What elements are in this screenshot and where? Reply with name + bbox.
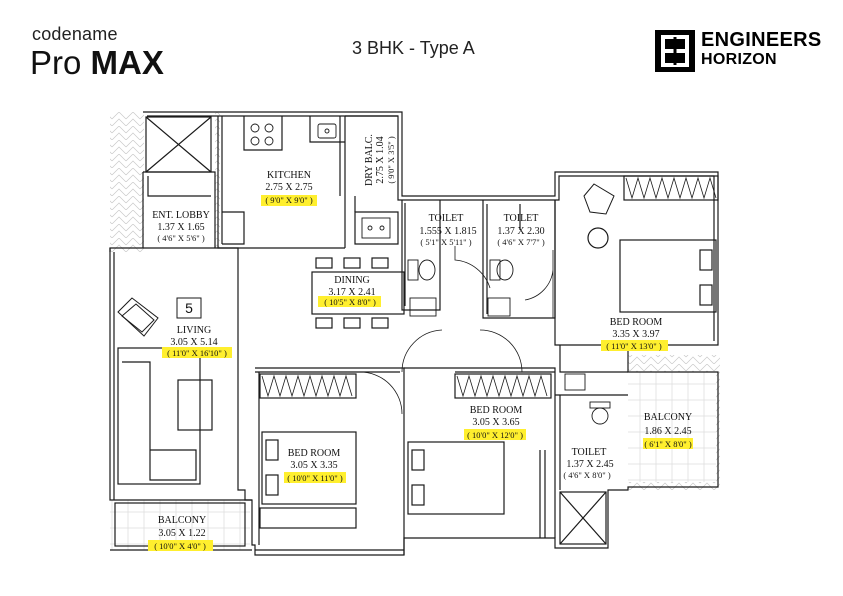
dining-size: 3.17 X 2.41 — [328, 287, 375, 298]
bed-left-room — [261, 431, 357, 505]
master-bedroom-size-ft: ( 11'0" X 13'0" ) — [606, 341, 662, 351]
living-size: 3.05 X 5.14 — [170, 337, 217, 348]
kitchen-size-ft: ( 9'0" X 9'0" ) — [265, 195, 312, 205]
dining-size-ft: ( 10'5" X 8'0" ) — [324, 297, 376, 307]
size-highlights — [148, 195, 693, 551]
sink-icon — [317, 123, 391, 239]
left-bedroom-size: 3.05 X 3.35 — [290, 460, 337, 471]
outdoor-deck-left-top — [110, 112, 144, 252]
kitchen-name: KITCHEN — [267, 170, 311, 181]
middle-bedroom-size-ft: ( 10'0" X 12'0" ) — [467, 430, 523, 440]
balcony-left-size-ft: ( 10'0" X 4'0" ) — [154, 541, 206, 551]
balcony-right-size-ft: ( 6'1" X 8'0" ) — [644, 439, 691, 449]
toilet3-name: TOILET — [572, 447, 607, 458]
wardrobe-master — [623, 175, 719, 201]
ent-lobby-size: 1.37 X 1.65 — [157, 222, 204, 233]
toilet2-name: TOILET — [504, 213, 539, 224]
ent-lobby-size-ft: ( 4'6" X 5'6" ) — [157, 233, 204, 243]
toilet1-name: TOILET — [429, 213, 464, 224]
master-bedroom-name: BED ROOM — [610, 317, 663, 328]
stove-icon — [250, 123, 274, 146]
dining-table — [311, 271, 405, 315]
balcony-right-size: 1.86 X 2.45 — [644, 426, 691, 437]
sofa — [117, 347, 201, 485]
ent-lobby-name: ENT. LOBBY — [152, 210, 210, 221]
unit-number: 5 — [185, 300, 193, 316]
toilet1-size-ft: ( 5'1" X 5'11" ) — [420, 237, 471, 247]
toilet3-size: 1.37 X 2.45 — [566, 459, 613, 470]
toilet3-size-ft: ( 4'6" X 8'0" ) — [563, 470, 610, 480]
balcony-right-name: BALCONY — [644, 412, 692, 423]
left-bedroom-name: BED ROOM — [288, 448, 341, 459]
balcony-right-floor — [628, 372, 716, 482]
unit-number-box — [176, 297, 202, 319]
living-name: LIVING — [177, 325, 211, 336]
dry-balcony-size: 2.75 X 1.04 — [375, 136, 386, 183]
product-prefix: Pro — [30, 44, 82, 81]
living-size-ft: ( 11'0" X 16'10" ) — [167, 348, 227, 358]
wardrobe-middle — [454, 373, 552, 399]
bed-master — [619, 239, 717, 313]
logo-text-line1: ENGINEERS — [701, 29, 822, 51]
product-name: MAX — [90, 44, 164, 81]
dining-name: DINING — [334, 275, 370, 286]
unit-type-title: 3 BHK - Type A — [352, 38, 475, 58]
product-title: Pro MAX — [30, 44, 164, 82]
dry-balcony-name: DRY BALC. — [364, 134, 375, 186]
logo-text-line2: HORIZON — [701, 51, 777, 68]
wardrobe-left — [259, 373, 357, 399]
codename-label: codename — [32, 24, 118, 44]
bed-middle-room — [407, 441, 505, 515]
toilet1-size: 1.555 X 1.815 — [419, 226, 476, 237]
left-bedroom-size-ft: ( 10'0" X 11'0" ) — [287, 473, 343, 483]
armchair-icon — [117, 183, 615, 337]
center-table — [177, 379, 213, 431]
dry-balcony-size-ft: ( 9'0" X 3'5" ) — [386, 136, 396, 183]
toilet2-size-ft: ( 4'6" X 7'7" ) — [497, 237, 544, 247]
master-bedroom-size: 3.35 X 3.97 — [612, 329, 659, 340]
balcony-left-size: 3.05 X 1.22 — [158, 528, 205, 539]
toilet2-size: 1.37 X 2.30 — [497, 226, 544, 237]
middle-bedroom-size: 3.05 X 3.65 — [472, 417, 519, 428]
wc-icon — [407, 259, 611, 425]
side-table-master — [587, 227, 609, 249]
balcony-left-name: BALCONY — [158, 515, 206, 526]
logo-mark-icon — [655, 30, 695, 72]
kitchen-size: 2.75 X 2.75 — [265, 182, 312, 193]
middle-bedroom-name: BED ROOM — [470, 405, 523, 416]
outer-wall — [109, 111, 719, 556]
engineers-horizon-logo: ENGINEERS HORIZON — [655, 29, 821, 74]
